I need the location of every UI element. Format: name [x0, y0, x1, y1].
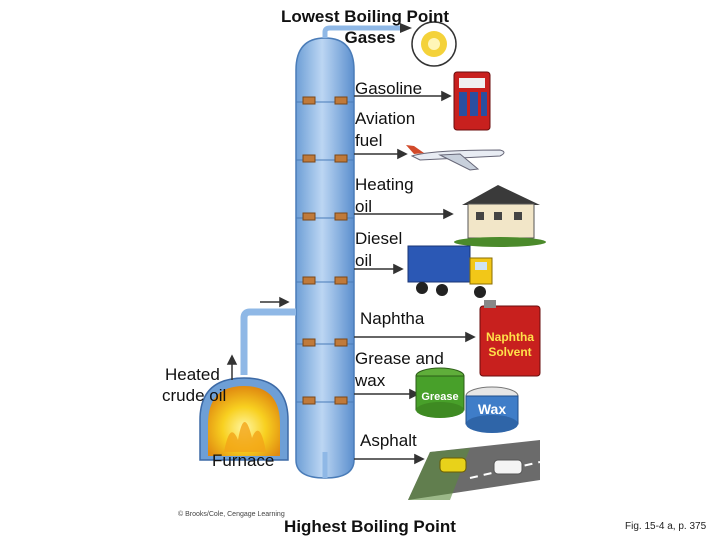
grease-wax-tins-icon [415, 367, 519, 433]
fraction-label-diesel-2: oil [355, 251, 373, 270]
furnace [199, 377, 289, 461]
bottom-label: Highest Boiling Point [284, 517, 456, 536]
truck-icon [407, 245, 493, 298]
road-cars-icon [408, 440, 541, 500]
naphtha-can-text-2: Solvent [488, 345, 532, 359]
crude-label-line2: crude oil [162, 386, 227, 405]
fraction-label-gasoline: Gasoline [355, 79, 423, 98]
fraction-outlet-arrows [354, 90, 476, 465]
furnace-label: Furnace [212, 451, 275, 470]
fraction-label-aviation: Aviation [355, 109, 416, 128]
naphtha-can-text-1: Naphtha [486, 330, 534, 344]
fraction-label-naphtha: Naphtha [360, 309, 425, 328]
fraction-label-diesel: Diesel [355, 229, 403, 248]
fraction-label-heating: Heating [355, 175, 414, 194]
grease-tin-text: Grease [421, 391, 459, 403]
top-label-line1: Lowest Boiling Point [280, 7, 450, 26]
gas-pump-icon [453, 71, 491, 131]
feed-arrow [260, 296, 290, 308]
crude-up-arrow [226, 354, 238, 380]
crude-label-line1: Heated [165, 365, 220, 384]
wax-tin-text: Wax [477, 401, 507, 417]
gas-flame-icon [411, 21, 457, 67]
fraction-label-aviation-2: fuel [355, 131, 383, 150]
distillation-column [295, 37, 355, 479]
figure-ref: Fig. 15-4 a, p. 375 [625, 521, 707, 532]
fraction-label-asphalt: Asphalt [360, 431, 417, 450]
gas-outlet-pipe [322, 23, 412, 38]
naphtha-can-icon [479, 300, 541, 377]
house-icon [454, 185, 546, 247]
credit: © Brooks/Cole, Cengage Learning [178, 511, 285, 518]
crude-feed-pipe [240, 308, 296, 375]
tray-caps [302, 96, 348, 405]
fraction-label-grease: Grease and [355, 349, 444, 368]
fraction-label-grease-2: wax [355, 371, 386, 390]
airplane-icon [406, 145, 505, 171]
top-label-line2: Gases [344, 28, 396, 47]
fraction-label-heating-2: oil [355, 197, 373, 216]
